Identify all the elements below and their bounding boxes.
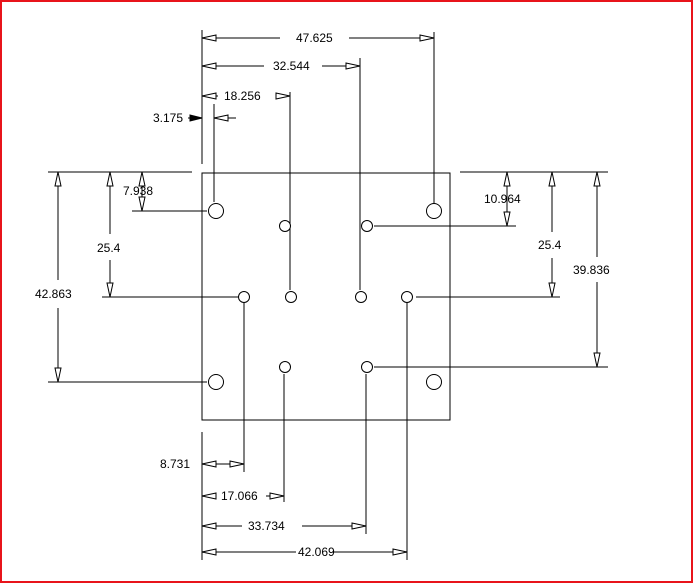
small-hole [402, 292, 413, 303]
arrow-25-4-right-top [549, 172, 555, 186]
small-hole [239, 292, 250, 303]
arrow-25-4-right-bottom [549, 283, 555, 297]
dim-label-right-0: 10.964 [484, 192, 521, 206]
dim-label-top-2: 18.256 [224, 89, 261, 103]
large-hole [427, 204, 442, 219]
large-hole [209, 375, 224, 390]
large-hole [427, 375, 442, 390]
arrow-25-4-left-top [107, 172, 113, 186]
arrow-33734-left [202, 523, 216, 529]
arrow-42863-top [55, 172, 61, 186]
arrow-39836-bottom [594, 353, 600, 367]
arrow-32544-right [346, 63, 360, 69]
small-hole [356, 292, 367, 303]
arrow-8731-left [202, 461, 216, 467]
small-hole [362, 221, 373, 232]
arrow-8731-right [230, 461, 244, 467]
dim-label-bottom-2: 33.734 [248, 519, 285, 533]
arrow-42069-left [202, 549, 216, 555]
arrow-10964-top [504, 172, 510, 186]
dim-label-bottom-1: 17.066 [221, 489, 258, 503]
arrow-3175-left [190, 115, 202, 121]
arrow-7938-top [139, 172, 145, 186]
dim-label-right-1: 25.4 [538, 238, 562, 252]
small-hole [286, 292, 297, 303]
arrow-18256-right [276, 93, 290, 99]
arrow-25-4-left-bottom [107, 283, 113, 297]
large-hole [209, 204, 224, 219]
arrow-32544-left [202, 63, 216, 69]
small-hole [362, 362, 373, 373]
arrow-42863-bottom [55, 368, 61, 382]
arrow-42069-right [393, 549, 407, 555]
arrow-33734-right [352, 523, 366, 529]
arrow-17066-right [270, 493, 284, 499]
small-hole [280, 362, 291, 373]
dim-label-bottom-0: 8.731 [160, 457, 190, 471]
arrow-7938-bottom [139, 197, 145, 211]
dim-label-left-1: 25.4 [97, 241, 121, 255]
arrow-47625-left [202, 35, 216, 41]
arrow-18256-left [202, 93, 216, 99]
arrow-47625-right [420, 35, 434, 41]
small-hole [280, 221, 291, 232]
arrow-3175-right [214, 115, 228, 121]
dim-label-top-1: 32.544 [273, 59, 310, 73]
dim-label-left-2: 42.863 [35, 287, 72, 301]
arrow-10964-bottom [504, 212, 510, 226]
dim-label-left-0: 7.938 [123, 184, 153, 198]
dim-label-right-2: 39.836 [573, 263, 610, 277]
arrow-39836-top [594, 172, 600, 186]
dim-label-top-0: 47.625 [296, 31, 333, 45]
dim-label-bottom-3: 42.069 [298, 545, 335, 559]
dim-label-top-3: 3.175 [153, 111, 183, 125]
arrow-17066-left [202, 493, 216, 499]
